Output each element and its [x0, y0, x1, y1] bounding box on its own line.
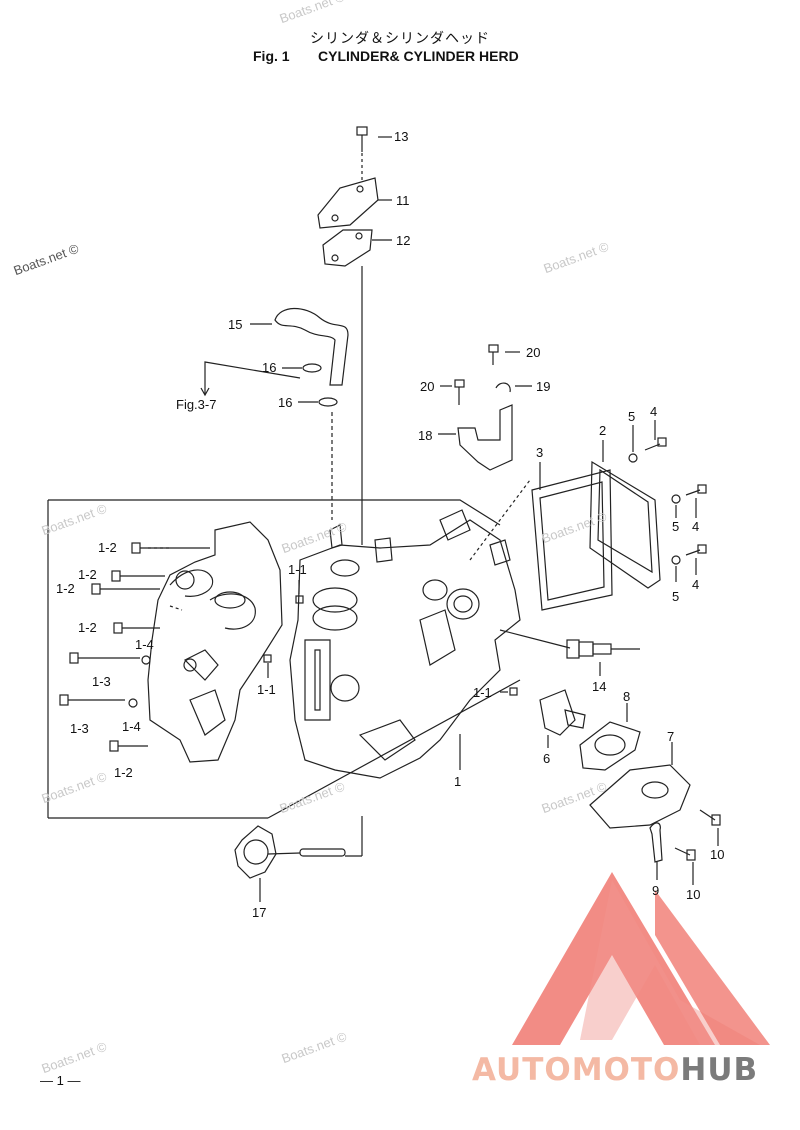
callout-16-upper: 16: [262, 360, 277, 375]
washer-1-4-b: [128, 698, 138, 708]
figure-title: CYLINDER& CYLINDER HERD: [318, 48, 519, 64]
callout-1-3-a: 1-3: [92, 674, 111, 689]
bolt-10-a: [699, 809, 721, 826]
hook-9: [649, 822, 663, 863]
callout-6: 6: [543, 751, 551, 766]
gasket-12: [322, 229, 373, 267]
bracket-18: [457, 404, 513, 471]
bolt-13: [356, 126, 368, 182]
callout-1-4-b: 1-4: [122, 719, 141, 734]
callout-1-2-e: 1-2: [114, 765, 133, 780]
clamp-16-lower: [318, 397, 338, 407]
thermostat-cover-7: [589, 764, 691, 829]
clamp-16-upper: [302, 363, 322, 373]
bolt-1-3-b: [59, 694, 125, 706]
cylinder-block: [289, 519, 521, 779]
bolt-1-2-e: [109, 740, 148, 752]
brand-wordmark: AUTOMOTOHUB: [472, 1052, 758, 1088]
bolt-4-c: [685, 544, 707, 556]
hose-15: [274, 307, 349, 386]
callout-1-4-a: 1-4: [135, 637, 154, 652]
callout-1-1-b: 1-1: [257, 682, 276, 697]
clip-19: [495, 382, 511, 393]
bolt-4-a: [644, 437, 667, 451]
bolt-1-2-a: [131, 542, 210, 554]
dowel-1-1-a: [295, 595, 304, 604]
callout-7: 7: [667, 729, 675, 744]
callout-8: 8: [623, 689, 631, 704]
callout-1-2-b: 1-2: [78, 567, 97, 582]
cylinder-head: [147, 521, 283, 763]
callout-1-2-c: 1-2: [56, 581, 75, 596]
callout-16-lower: 16: [278, 395, 293, 410]
figure-reference: Fig.3-7: [176, 397, 217, 412]
callout-10-a: 10: [710, 847, 725, 862]
washer-5-b: [671, 494, 681, 504]
callout-19: 19: [536, 379, 551, 394]
washer-5-a: [628, 453, 638, 463]
callout-5-bottom: 5: [672, 589, 680, 604]
callout-20-lower: 20: [420, 379, 435, 394]
callout-9: 9: [652, 883, 660, 898]
dowel-1-1-c: [509, 687, 518, 696]
dowel-1-1-b: [263, 654, 272, 663]
cover-11: [317, 177, 379, 229]
callout-1-2-a: 1-2: [98, 540, 117, 555]
brand-part-1: AUTOMOTO: [472, 1052, 681, 1088]
callout-4-top: 4: [650, 404, 658, 419]
spark-plug-14: [566, 639, 640, 659]
callout-13: 13: [394, 129, 409, 144]
callout-4-middle: 4: [692, 519, 700, 534]
bolt-20-upper: [488, 344, 499, 365]
diagram-title-japanese: シリンダ＆シリンダヘッド: [310, 31, 490, 47]
gasket-8: [579, 721, 641, 771]
washer-1-4-a: [141, 655, 151, 665]
callout-2: 2: [599, 423, 607, 438]
page-number: — 1 —: [40, 1073, 81, 1088]
callout-15: 15: [228, 317, 243, 332]
gasket-3-inner: [539, 481, 605, 601]
callout-18: 18: [418, 428, 433, 443]
bolt-1-3-a: [69, 652, 140, 664]
gasket-3: [531, 469, 613, 611]
callout-1-1-a: 1-1: [288, 562, 307, 577]
callout-5-middle: 5: [672, 519, 680, 534]
callout-10-b: 10: [686, 887, 701, 902]
callout-1: 1: [454, 774, 462, 789]
bolt-4-b: [685, 484, 707, 496]
figure-number: Fig. 1: [253, 48, 290, 64]
callout-20-upper: 20: [526, 345, 541, 360]
brand-logo-mark: [512, 872, 770, 1045]
bolt-20-lower: [454, 379, 465, 405]
callout-17: 17: [252, 905, 267, 920]
washer-5-c: [671, 555, 681, 565]
callout-12: 12: [396, 233, 411, 248]
gear-17: [234, 825, 277, 879]
bolt-1-2-c: [91, 583, 160, 595]
bolt-1-2-d: [113, 622, 160, 634]
bolt-1-2-b: [111, 570, 165, 582]
callout-3: 3: [536, 445, 544, 460]
callout-1-2-d: 1-2: [78, 620, 97, 635]
assembly-boundary: [48, 499, 501, 526]
callout-1-1-c: 1-1: [473, 685, 492, 700]
callout-14: 14: [592, 679, 607, 694]
brand-part-2: HUB: [680, 1052, 759, 1088]
thermostat-6: [539, 689, 576, 736]
callout-4-bottom: 4: [692, 577, 700, 592]
bolt-10-b: [674, 847, 696, 861]
callout-5-top: 5: [628, 409, 636, 424]
callout-1-3-b: 1-3: [70, 721, 89, 736]
callout-11: 11: [396, 193, 410, 208]
head-cover-2: [589, 460, 661, 589]
